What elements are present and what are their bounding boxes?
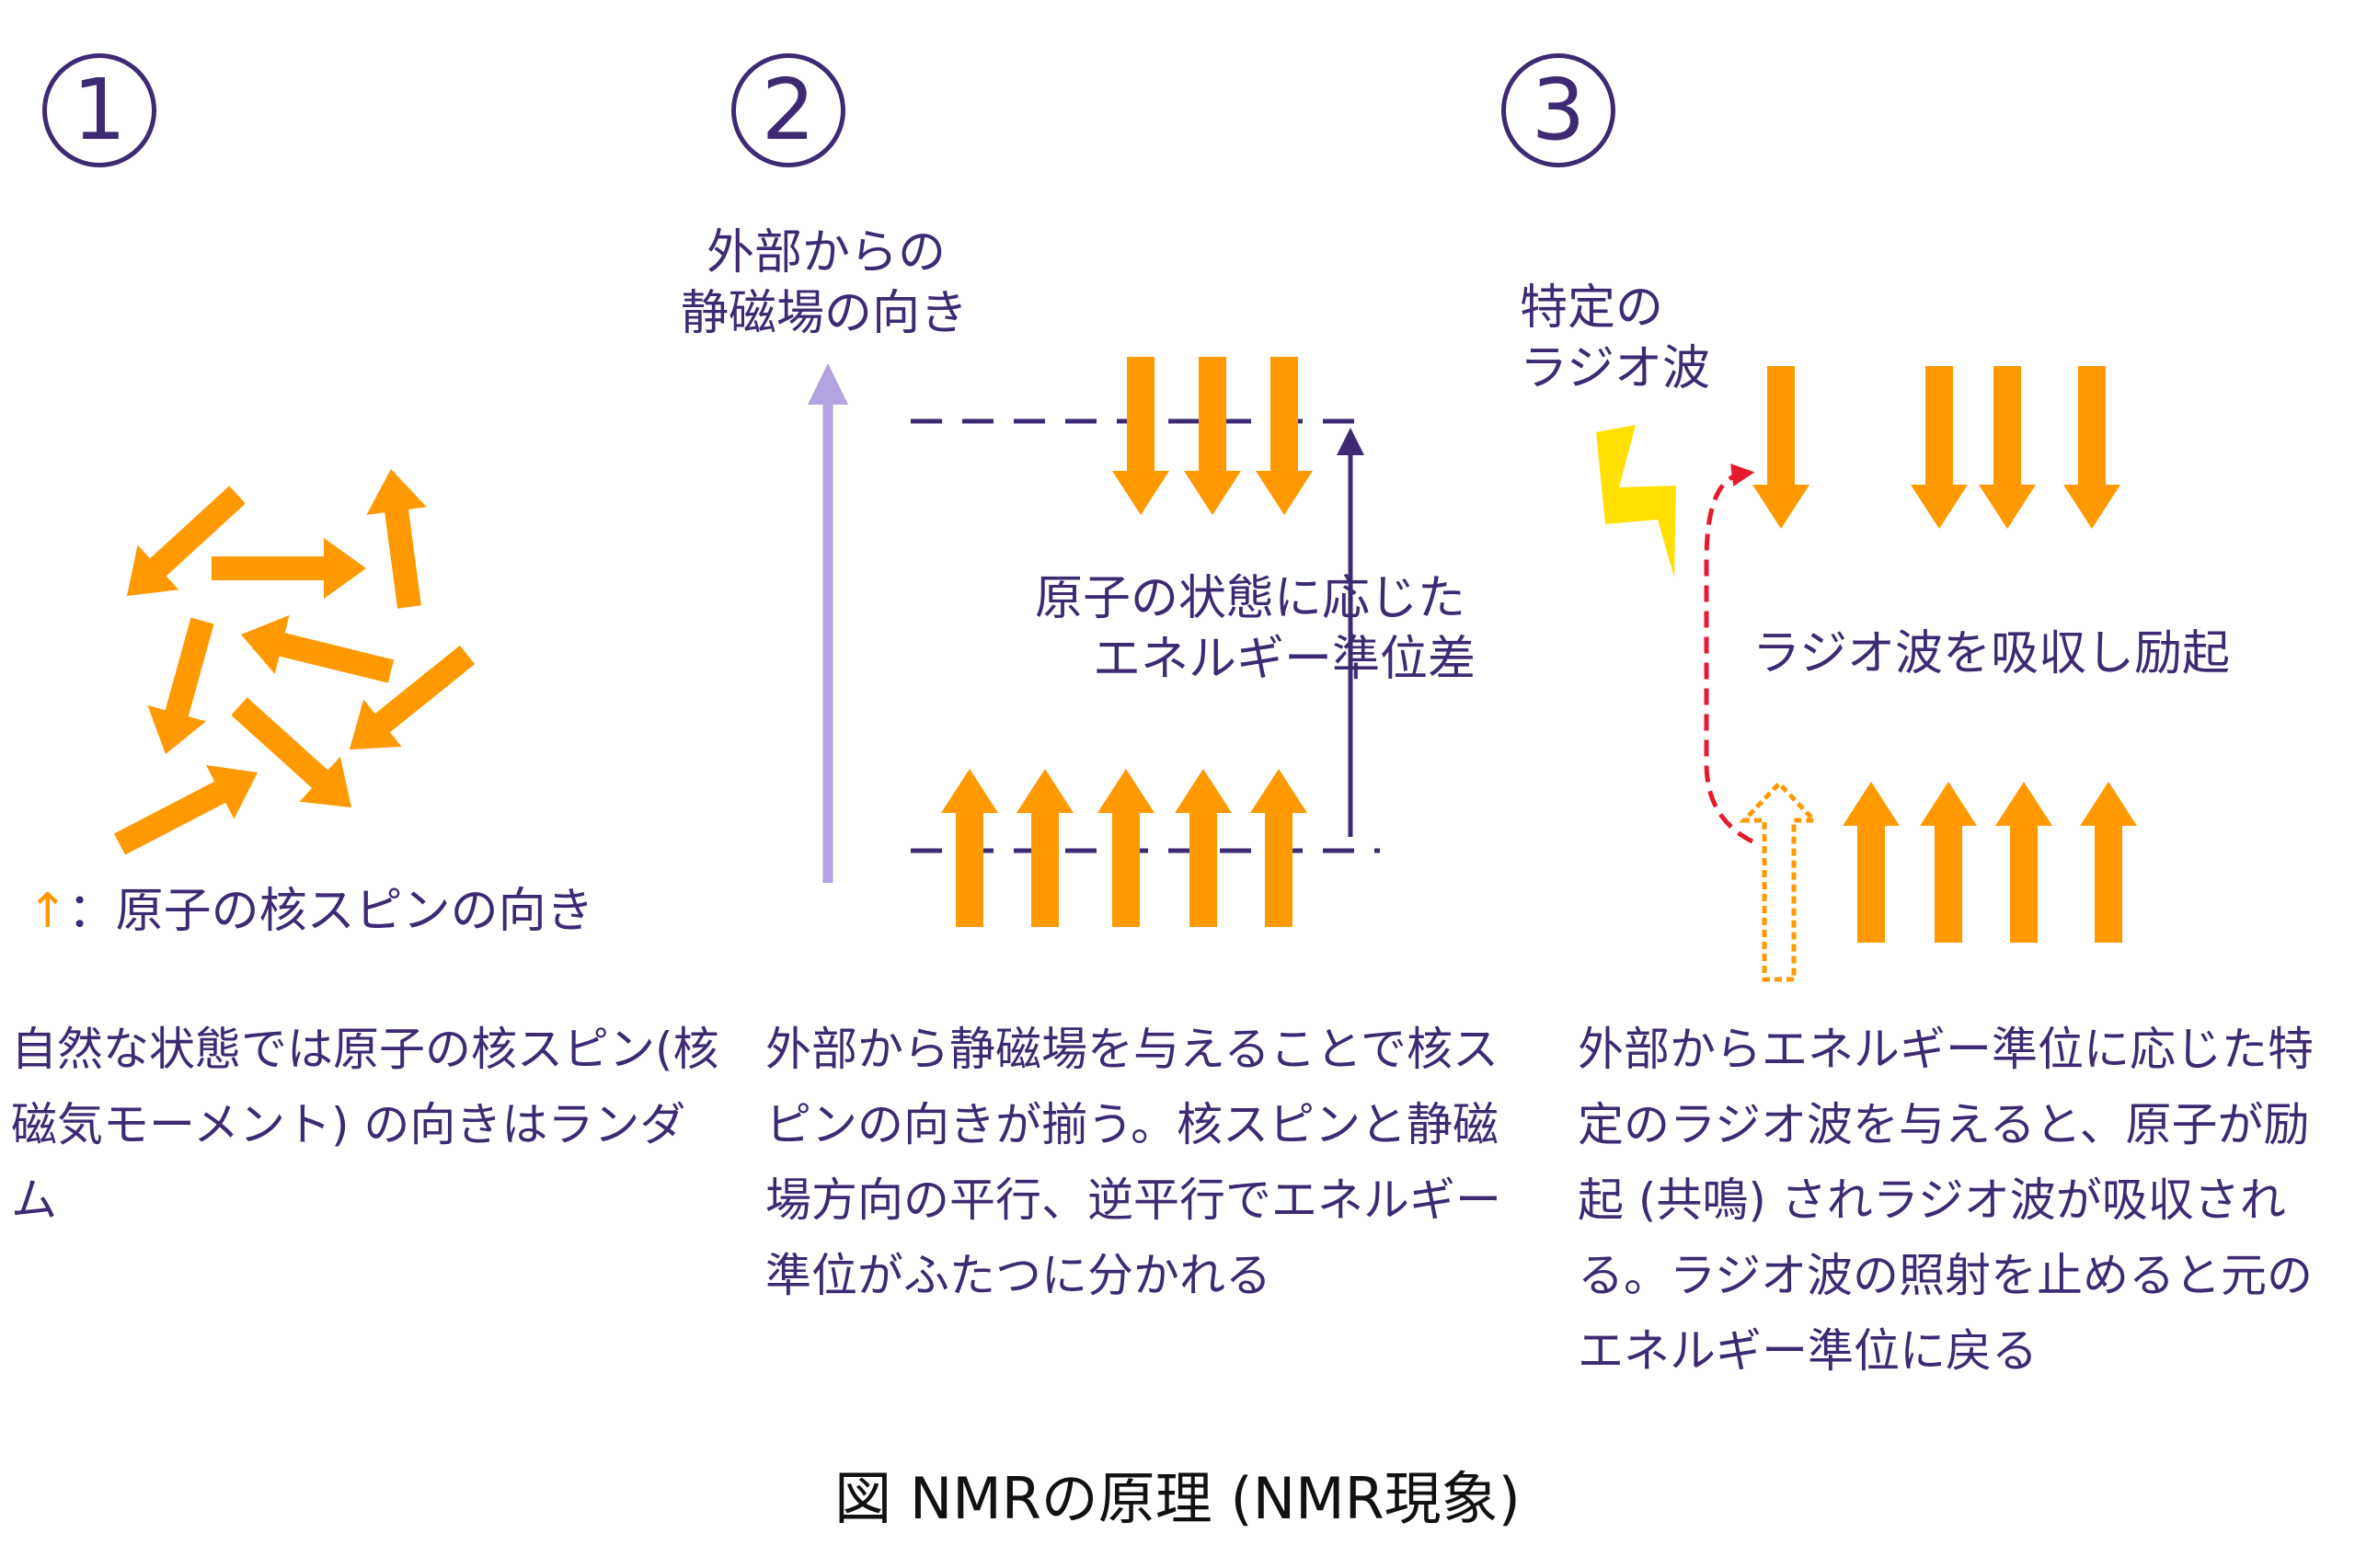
spin-arrow-random [212, 538, 366, 599]
field-label-line2: 静磁場の向き [681, 286, 969, 341]
spin-arrow-down [1911, 366, 1968, 529]
spin-arrow-up [1175, 769, 1232, 927]
spin-arrow-up [1920, 782, 1977, 943]
excited-spin-arrows [1752, 366, 2137, 943]
spin-arrow-down [1256, 357, 1313, 515]
spin-arrow-random [366, 469, 427, 609]
panel-number-1: 1 [42, 53, 156, 167]
panel-3-description: 外部からエネルギー準位に応じた特定のラジオ波を与えると、原子が励起 (共鳴) さ… [1578, 1023, 2314, 1378]
panel-number-1-text: 1 [72, 61, 127, 159]
radio-label-line1: 特定の [1520, 280, 1664, 336]
spin-arrow-up [1843, 782, 1900, 943]
spin-arrow-up [1995, 782, 2052, 943]
excitation-path-arrow [1704, 464, 1755, 844]
spin-arrow-random [127, 486, 246, 596]
spin-arrow-down [1184, 357, 1241, 515]
spin-arrow-up [1097, 769, 1155, 927]
spin-arrow-random [350, 645, 476, 750]
lightning-icon [1596, 425, 1676, 578]
panel-number-3-text: 3 [1531, 61, 1586, 159]
spin-arrow-random [241, 614, 395, 683]
spin-arrow-up [1250, 769, 1307, 927]
spin-arrow-down [1979, 366, 2036, 529]
spin-arrow-down [1752, 366, 1809, 529]
spin-arrow-random [231, 697, 351, 807]
panel-1-description: 自然な状態では原子の核スピン(核磁気モーメント) の向きはランダム [11, 1023, 719, 1227]
aligned-spin-arrows [941, 357, 1313, 927]
spin-arrow-up [2080, 782, 2137, 943]
absorb-label: ラジオ波を吸収し励起 [1752, 626, 2230, 681]
spin-legend: ↑：原子の核スピンの向き [28, 881, 594, 942]
legend-arrow-icon: ↑ [28, 884, 68, 939]
spin-arrow-up [1017, 769, 1074, 927]
gap-label-line1: 原子の状態に応じた [1035, 571, 1466, 626]
spin-arrow-down [1112, 357, 1169, 515]
random-spin-arrows [114, 469, 476, 855]
spin-arrow-random [114, 764, 258, 855]
field-direction-arrowhead [808, 363, 848, 405]
gap-label-line2: エネルギー準位差 [1093, 632, 1476, 687]
absorbed-spin-outline-arrow [1739, 780, 1820, 982]
panel-number-3: 3 [1501, 53, 1615, 167]
field-label-line1: 外部からの [706, 225, 947, 280]
spin-arrow-up [941, 769, 998, 927]
panel-2-description: 外部から静磁場を与えることで核スピンの向きが揃う。核スピンと静磁場方向の平行、逆… [765, 1023, 1501, 1302]
figure-caption: 図 NMRの原理 (NMR現象) [834, 1465, 1521, 1532]
panel-number-2: 2 [731, 53, 845, 167]
panel-number-2-text: 2 [761, 61, 816, 159]
spin-arrow-random [147, 617, 214, 754]
spin-arrow-down [2063, 366, 2120, 529]
legend-text: ：原子の核スピンの向き [67, 884, 594, 939]
radio-label-line2: ラジオ波 [1520, 341, 1710, 396]
